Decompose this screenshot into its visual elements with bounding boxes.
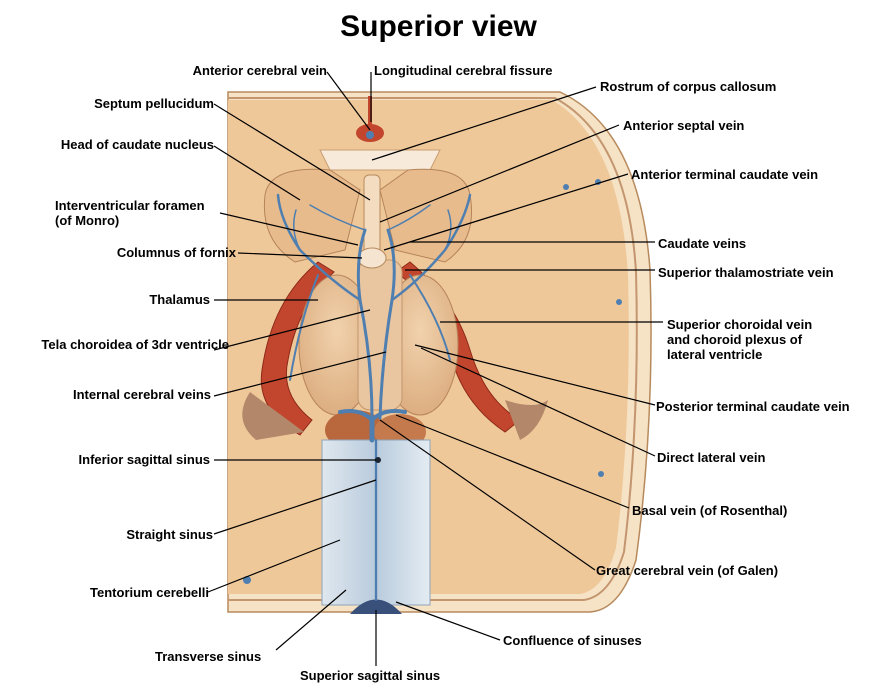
- label-rostrum-of-corpus-callosum: Rostrum of corpus callosum: [600, 79, 776, 94]
- label-basal-vein: Basal vein (of Rosenthal): [632, 503, 787, 518]
- label-head-of-caudate-nucleus: Head of caudate nucleus: [61, 137, 214, 152]
- label-tela-choroidea: Tela choroidea of 3dr ventricle: [41, 337, 229, 352]
- rostrum-area: [320, 150, 440, 170]
- left-caudate-head: [264, 169, 360, 262]
- label-anterior-terminal-caudate-vein: Anterior terminal caudate vein: [631, 167, 818, 182]
- columnus-of-fornix: [358, 248, 386, 268]
- septum-pellucidum: [364, 175, 380, 255]
- label-tentorium-cerebelli: Tentorium cerebelli: [90, 585, 209, 600]
- label-inferior-sagittal-sinus: Inferior sagittal sinus: [79, 452, 210, 467]
- label-caudate-veins: Caudate veins: [658, 236, 746, 251]
- label-interventricular-foramen: Interventricular foramen (of Monro): [55, 198, 205, 228]
- label-septum-pellucidum: Septum pellucidum: [94, 96, 214, 111]
- label-superior-choroidal-vein: Superior choroidal vein and choroid plex…: [667, 317, 812, 362]
- label-confluence-of-sinuses: Confluence of sinuses: [503, 633, 642, 648]
- page-title: Superior view: [0, 10, 877, 44]
- label-superior-sagittal-sinus: Superior sagittal sinus: [300, 668, 440, 683]
- label-superior-thalamostriate-vein: Superior thalamostriate vein: [658, 265, 834, 280]
- label-direct-lateral-vein: Direct lateral vein: [657, 450, 765, 465]
- label-thalamus: Thalamus: [149, 292, 210, 307]
- label-longitudinal-cerebral-fissure: Longitudinal cerebral fissure: [374, 63, 552, 78]
- label-anterior-septal-vein: Anterior septal vein: [623, 118, 744, 133]
- label-internal-cerebral-veins: Internal cerebral veins: [73, 387, 211, 402]
- label-posterior-terminal-caudate-vein: Posterior terminal caudate vein: [656, 399, 850, 414]
- label-straight-sinus: Straight sinus: [126, 527, 213, 542]
- label-great-cerebral-vein: Great cerebral vein (of Galen): [596, 563, 778, 578]
- label-transverse-sinus: Transverse sinus: [155, 649, 261, 664]
- label-anterior-cerebral-vein: Anterior cerebral vein: [193, 63, 327, 78]
- label-columnus-of-fornix: Columnus of fornix: [117, 245, 236, 260]
